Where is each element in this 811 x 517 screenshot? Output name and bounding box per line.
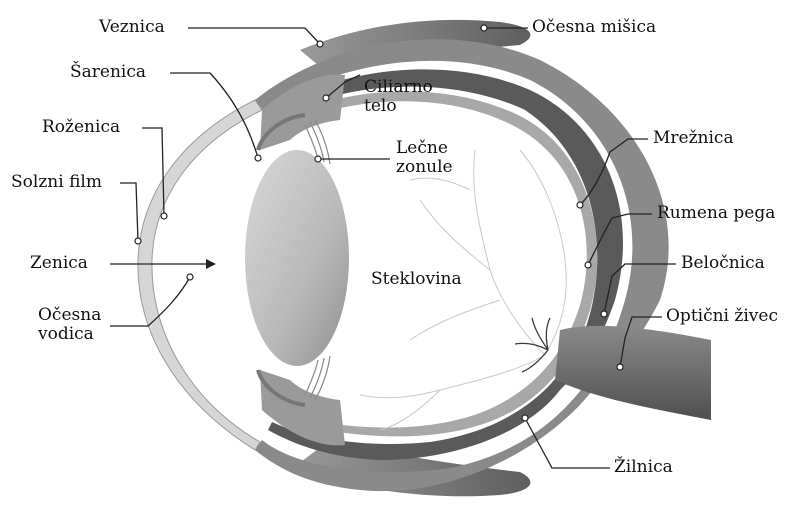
label-ciliarno-telo-line1: Ciliarno	[364, 78, 433, 97]
label-solzni-film: Solzni film	[11, 173, 102, 192]
lens-shape	[245, 150, 349, 366]
label-steklovina: Steklovina	[371, 270, 462, 289]
label-ciliarno-telo-line2: telo	[364, 97, 433, 116]
label-lecne-zonule: Lečne zonule	[396, 139, 453, 177]
label-lecne-zonule-line2: zonule	[396, 158, 453, 177]
label-zenica: Zenica	[30, 254, 88, 273]
label-sarenica: Šarenica	[70, 63, 146, 82]
zenica-arrowhead	[206, 259, 216, 269]
label-opticni-zivec: Optični živec	[666, 307, 778, 326]
label-ocesna-vodica-line1: Očesna	[38, 306, 101, 325]
label-rumena-pega: Rumena pega	[657, 204, 775, 223]
label-ocesna-misica: Očesna mišica	[532, 18, 656, 37]
label-veznica: Veznica	[99, 18, 165, 37]
label-lecne-zonule-line1: Lečne	[396, 139, 453, 158]
label-belocnica: Beločnica	[681, 254, 765, 273]
ciliary-body-top	[260, 75, 345, 150]
label-mreznica: Mrežnica	[653, 129, 734, 148]
label-ocesna-vodica-line2: vodica	[38, 325, 101, 344]
ciliary-body-bottom	[260, 370, 345, 445]
label-ciliarno-telo: Ciliarno telo	[364, 78, 433, 116]
label-rozenica: Roženica	[42, 118, 120, 137]
label-zilnica: Žilnica	[614, 458, 673, 477]
label-ocesna-vodica: Očesna vodica	[38, 306, 101, 344]
cornea-shape	[138, 100, 262, 450]
